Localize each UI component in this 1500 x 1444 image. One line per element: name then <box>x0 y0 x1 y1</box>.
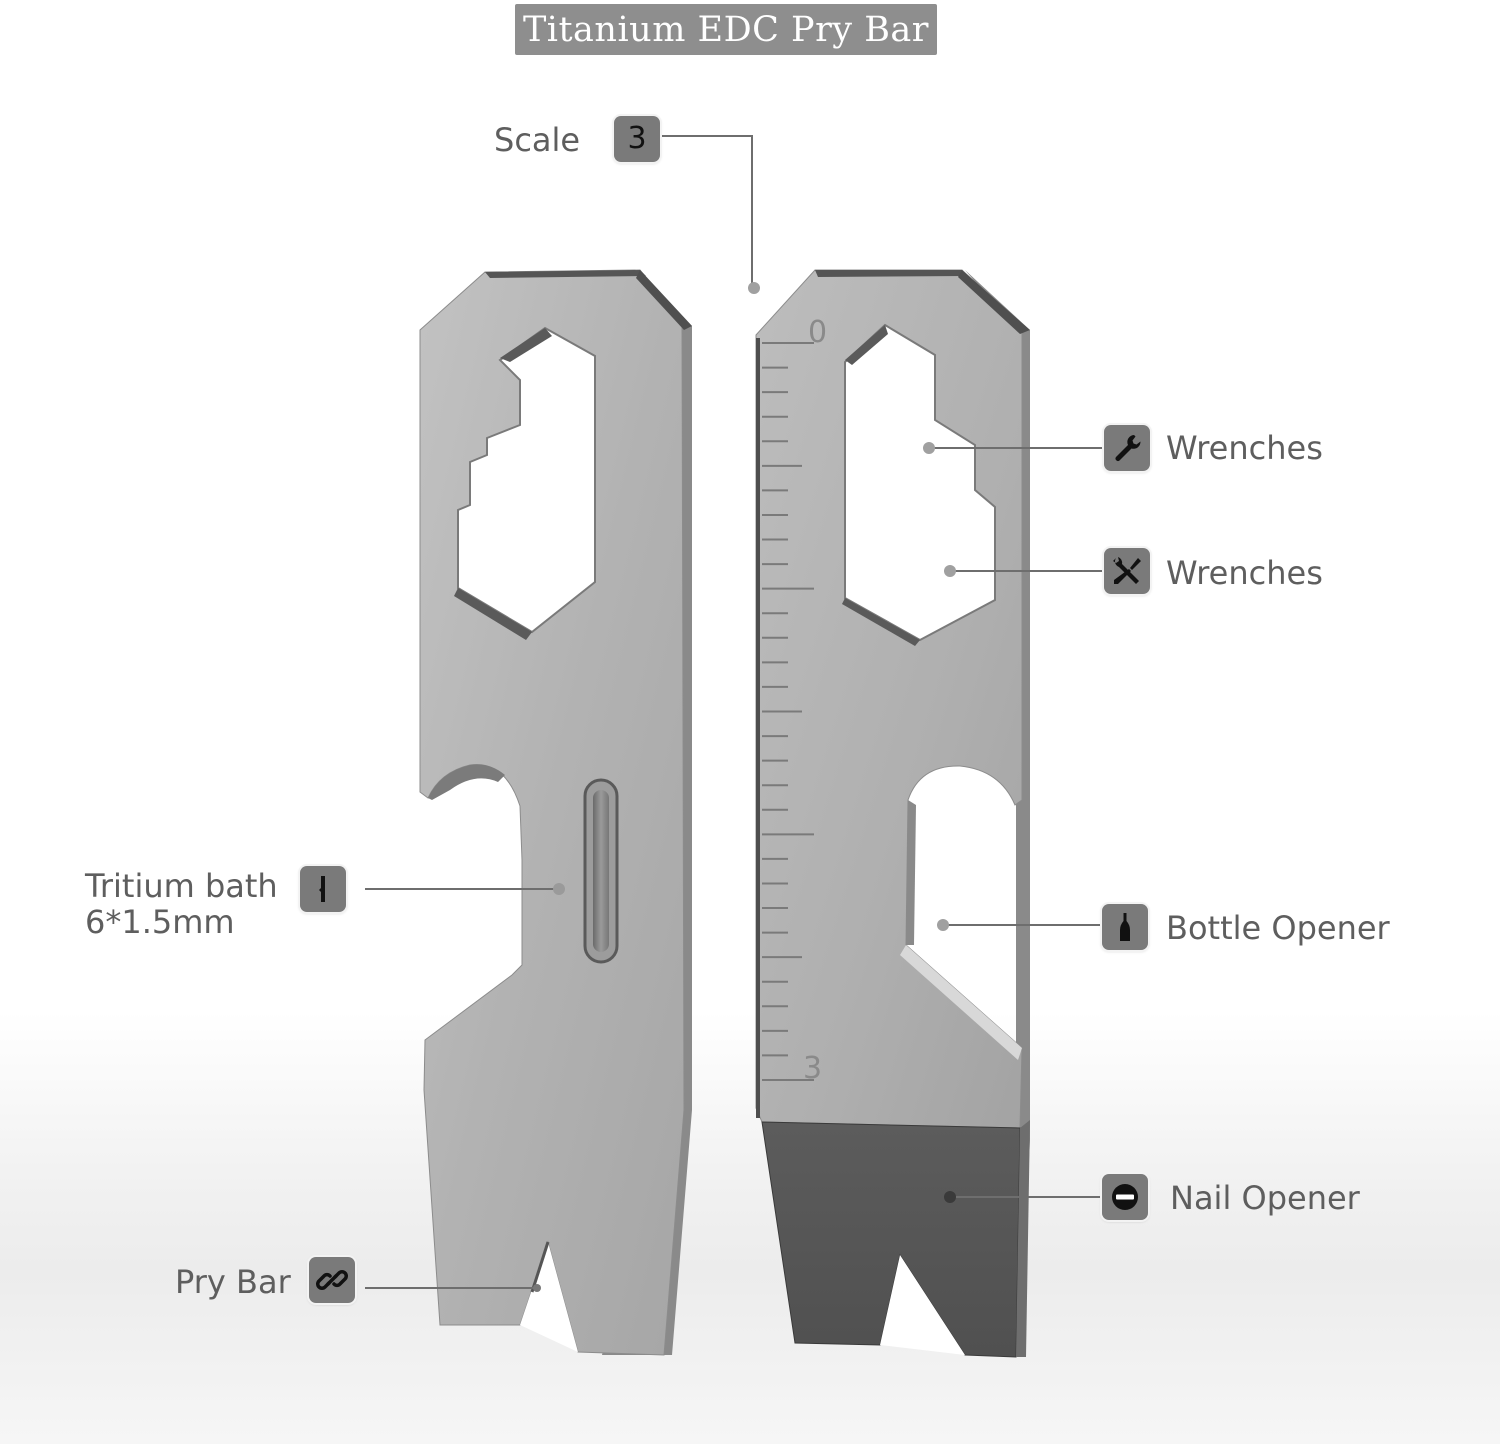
no-entry-icon <box>1102 1174 1148 1220</box>
leader-scale <box>661 135 753 286</box>
wrench-screwdriver-icon <box>1104 548 1150 594</box>
left-bar <box>419 269 692 1356</box>
ruler-end-label: 3 <box>803 1051 822 1086</box>
callout-bottle-opener-label: Bottle Opener <box>1166 909 1390 947</box>
title-banner: Titanium EDC Pry Bar <box>515 4 937 55</box>
right-bar <box>755 269 1030 1358</box>
callout-wrench-2-label: Wrenches <box>1166 554 1323 592</box>
callout-nail-opener-label: Nail Opener <box>1170 1179 1360 1217</box>
callout-scale-label: Scale <box>494 121 581 159</box>
ruler-scale <box>762 342 814 1081</box>
leader-dots <box>533 282 956 1292</box>
number-3-icon: 3 <box>614 116 660 162</box>
bottle-icon <box>1102 904 1148 950</box>
callout-wrench-1-label: Wrenches <box>1166 429 1323 467</box>
callout-tritium-label: Tritium bath 6*1.5mm <box>85 868 278 940</box>
tritium-size: 6*1.5mm <box>85 903 235 941</box>
leader-lines <box>365 135 1104 1289</box>
chain-link-icon <box>309 1257 355 1303</box>
callout-pry-bar-label: Pry Bar <box>175 1263 291 1301</box>
tritium-vial-icon <box>300 866 346 912</box>
tritium-title: Tritium bath <box>85 867 278 905</box>
wrench-icon <box>1104 425 1150 471</box>
ruler-start-label: 0 <box>808 315 827 350</box>
page-title: Titanium EDC Pry Bar <box>522 9 930 50</box>
